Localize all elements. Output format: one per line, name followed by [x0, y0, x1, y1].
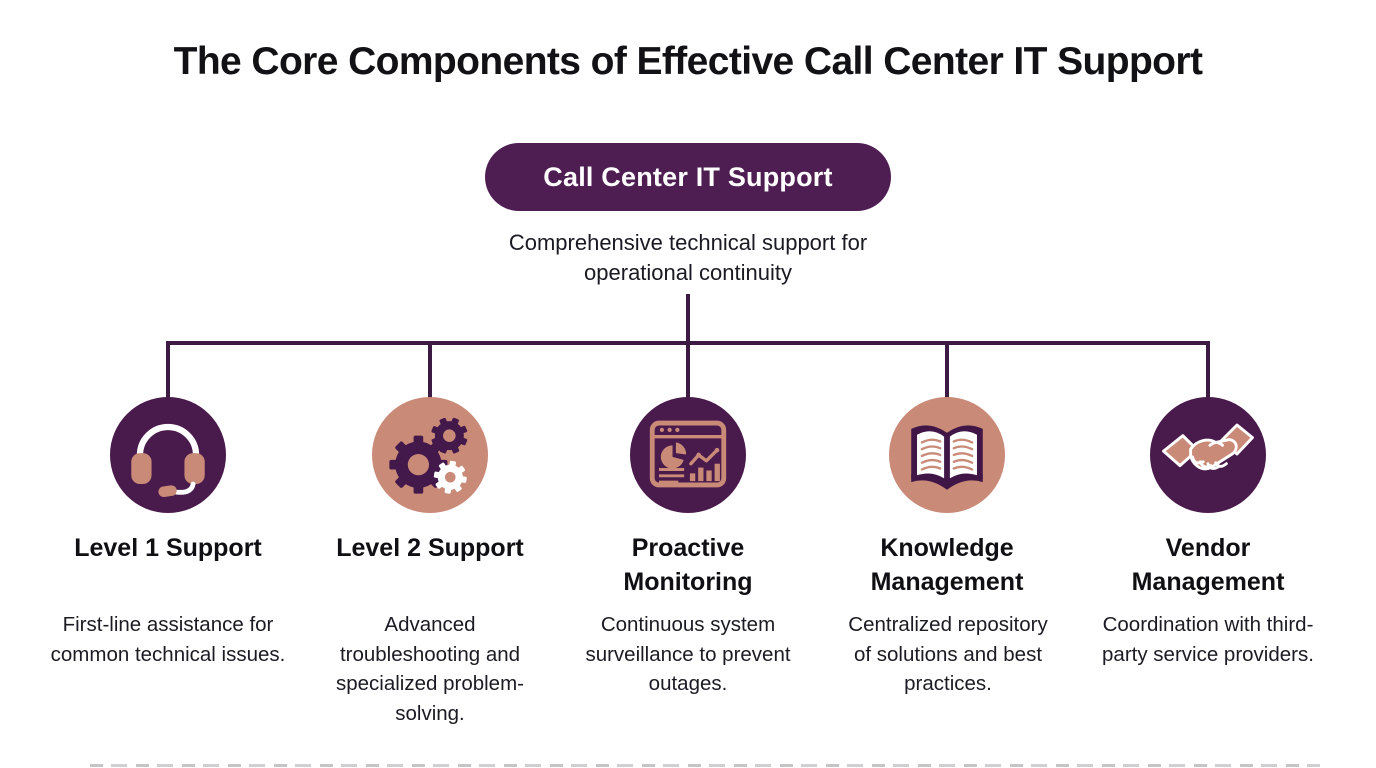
- component-description-level1: First-line assistance for common technic…: [50, 613, 286, 666]
- component-description-level2: Advanced troubleshooting and specialized…: [335, 613, 524, 725]
- component-title-knowledge-management: Knowledge Management: [870, 534, 1024, 596]
- dashboard-chart-icon: [630, 397, 746, 513]
- cropped-text-artifact: [90, 764, 1320, 767]
- headset-icon: [110, 397, 226, 513]
- level1-support-node: [110, 397, 226, 513]
- component-title-proactive-monitoring: Proactive Monitoring: [623, 534, 753, 596]
- component-title-vendor-management: Vendor Management: [1131, 534, 1285, 596]
- connector-drop-4: [945, 341, 949, 399]
- component-title-level2: Level 2 Support: [336, 534, 524, 562]
- connector-drop-1: [166, 341, 170, 399]
- page-title: The Core Components of Effective Call Ce…: [173, 40, 1203, 83]
- level2-support-node: [372, 397, 488, 513]
- component-description-proactive-monitoring: Continuous system surveillance to preven…: [585, 613, 791, 695]
- vendor-management-node: [1150, 397, 1266, 513]
- connector-drop-2: [428, 341, 432, 399]
- open-book-icon: [889, 397, 1005, 513]
- proactive-monitoring-node: [630, 397, 746, 513]
- component-description-vendor-management: Coordination with third-party service pr…: [1102, 613, 1314, 666]
- root-node-description: Comprehensive technical support for oper…: [508, 230, 868, 285]
- component-title-level1: Level 1 Support: [74, 534, 262, 562]
- component-description-knowledge-management: Centralized repository of solutions and …: [848, 613, 1048, 695]
- handshake-icon: [1150, 397, 1266, 513]
- root-node-label: Call Center IT Support: [543, 161, 833, 192]
- knowledge-management-node: [889, 397, 1005, 513]
- root-node-pill: Call Center IT Support: [485, 143, 891, 211]
- connector-drop-3: [686, 341, 690, 399]
- connector-stem: [686, 294, 690, 345]
- connector-drop-5: [1206, 341, 1210, 399]
- gears-icon: [372, 397, 488, 513]
